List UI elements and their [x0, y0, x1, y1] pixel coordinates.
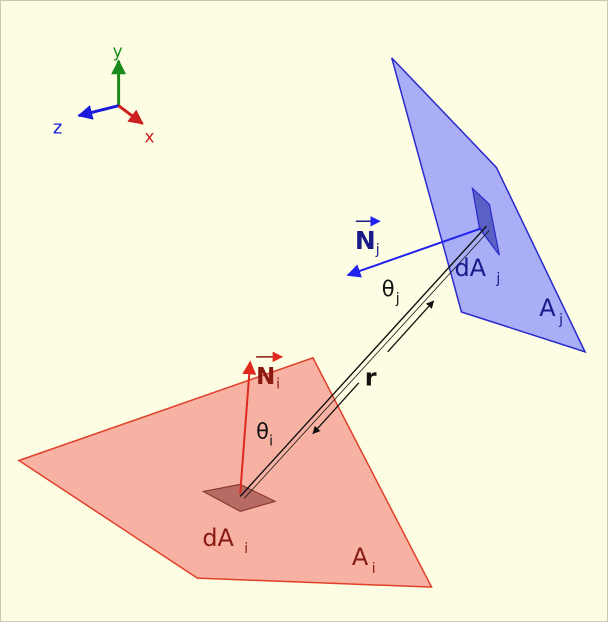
normal-nj-arrow	[346, 227, 482, 278]
label-ni: N i	[256, 351, 284, 393]
theta-j-letter: θ	[382, 277, 395, 301]
ni-letter: N	[256, 364, 275, 390]
ni-subscript: i	[276, 377, 280, 393]
y-axis-label: y	[113, 41, 123, 61]
axes-triad: y z x	[53, 41, 155, 147]
nj-subscript: j	[375, 242, 380, 258]
ai-text: A	[352, 543, 369, 571]
aj-text: A	[539, 294, 556, 322]
surface-ai	[17, 356, 433, 588]
ray-r-shadow	[243, 229, 490, 499]
label-theta-j: θ j	[382, 277, 400, 307]
label-daj: dA j	[455, 254, 501, 287]
z-axis-line	[77, 104, 119, 120]
nj-letter: N	[355, 226, 376, 255]
label-ai: A i	[352, 543, 376, 577]
ray-r	[239, 225, 487, 497]
dai-text: dA	[202, 524, 234, 552]
patch-dai	[201, 483, 277, 512]
label-nj: N j	[355, 216, 381, 258]
theta-j-subscript: j	[395, 291, 400, 307]
normal-ni-arrow	[239, 360, 257, 494]
dai-subscript: i	[244, 541, 248, 557]
theta-i-letter: θ	[256, 420, 269, 444]
daj-subscript: j	[495, 271, 500, 287]
aj-subscript: j	[558, 312, 563, 328]
label-theta-i: θ i	[256, 420, 273, 450]
label-r: r	[365, 364, 377, 392]
label-dai: dA i	[202, 524, 248, 557]
r-arrow-up	[387, 300, 435, 353]
theta-i-subscript: i	[269, 434, 273, 450]
daj-text: dA	[455, 254, 487, 282]
x-axis-label: x	[145, 127, 155, 147]
label-aj: A j	[539, 294, 563, 328]
r-arrow-down	[312, 382, 360, 435]
patch-daj	[471, 186, 500, 256]
z-axis-label: z	[53, 118, 62, 139]
x-axis-line	[117, 104, 144, 125]
ai-subscript: i	[372, 561, 376, 577]
